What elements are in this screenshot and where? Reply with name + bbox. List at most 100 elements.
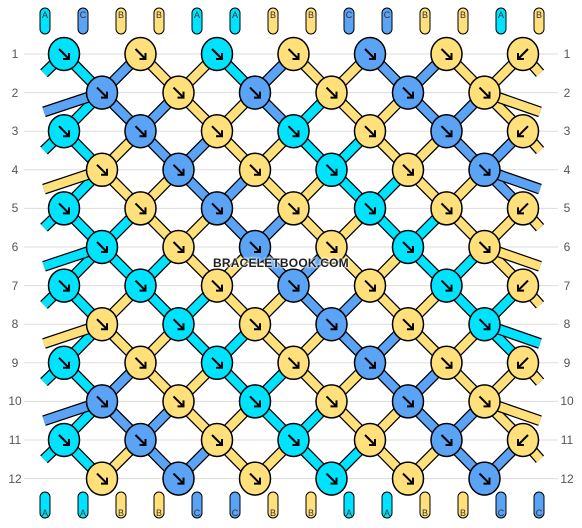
- knot: [391, 384, 425, 419]
- bottom-strand-end: [267, 491, 279, 519]
- knot: [391, 229, 425, 265]
- row-label-right: 2: [563, 85, 571, 100]
- knot-arrow-head: [407, 168, 414, 176]
- knot: [238, 229, 272, 265]
- knot-arrow-head: [517, 284, 524, 292]
- knot-arrow-shaft: [96, 241, 108, 253]
- knot: [430, 113, 463, 149]
- row-label-left: 1: [11, 47, 19, 61]
- bottom-strand-label: A: [384, 508, 390, 518]
- knot: [238, 384, 272, 419]
- top-strand-label: C: [346, 10, 353, 20]
- knot: [506, 422, 540, 458]
- knot-arrow-shaft: [249, 86, 261, 99]
- row-label-right: 11: [560, 433, 574, 447]
- knot-arrow-head: [177, 323, 185, 331]
- row-label-left: 5: [11, 201, 19, 216]
- row-label-left: 6: [11, 240, 19, 254]
- knot-arrow-shaft: [172, 86, 185, 99]
- row-label-right: 3: [563, 124, 571, 139]
- bottom-strand-label: A: [346, 508, 352, 518]
- knot: [162, 384, 195, 419]
- knot-arrow-shaft: [211, 125, 223, 137]
- top-strand-end: [419, 7, 431, 35]
- knot-arrow-head: [369, 207, 376, 215]
- knot-arrow-shaft: [287, 279, 300, 292]
- knot-arrow-head: [216, 207, 223, 215]
- knot: [430, 268, 463, 303]
- knot-arrow-shaft: [440, 125, 453, 137]
- knot-arrow-head: [483, 91, 491, 99]
- knot-arrow-shaft: [364, 125, 376, 137]
- knot-arrow-shaft: [364, 357, 376, 369]
- row-label-left: 12: [8, 471, 22, 486]
- knot-arrow-head: [330, 246, 338, 253]
- knot: [468, 461, 501, 496]
- knot-arrow-shaft: [517, 279, 529, 292]
- knot-arrow-head: [517, 130, 524, 138]
- knot-arrow-shaft: [517, 202, 529, 215]
- knot-arrow-head: [369, 53, 376, 60]
- knot-arrow-shaft: [58, 202, 70, 215]
- knot: [47, 113, 81, 149]
- knot: [162, 461, 195, 496]
- bottom-strand-end: [343, 491, 355, 519]
- row-label-left: 8: [11, 317, 19, 332]
- bottom-strand-label: B: [308, 508, 314, 518]
- top-strand-end: [77, 7, 89, 35]
- knot-arrow-shaft: [325, 241, 338, 253]
- knot: [124, 268, 157, 303]
- knot: [238, 75, 272, 110]
- knot: [47, 268, 81, 303]
- knot-arrow-shaft: [325, 318, 338, 330]
- knot-arrow-shaft: [325, 86, 338, 99]
- knot-arrow-head: [139, 284, 147, 292]
- row-label-left: 11: [8, 433, 22, 447]
- top-strand-label: B: [118, 10, 124, 20]
- bottom-strand-end: [495, 491, 507, 519]
- row-label-left: 2: [11, 85, 19, 100]
- bottom-strand-label: B: [118, 508, 124, 518]
- top-strand-label: C: [384, 10, 391, 20]
- knot-arrow-shaft: [211, 434, 223, 446]
- top-strand-end: [533, 7, 545, 35]
- knot: [200, 36, 234, 72]
- knot-arrow-head: [177, 91, 185, 99]
- knot: [506, 268, 540, 303]
- knot: [315, 461, 348, 496]
- knot-arrow-head: [63, 53, 70, 60]
- knot: [506, 113, 540, 149]
- knot-arrow-shaft: [402, 395, 414, 408]
- knot: [315, 229, 348, 265]
- bottom-strand-label: B: [156, 508, 162, 518]
- knot: [315, 384, 348, 419]
- bottom-strand-end: [229, 491, 241, 519]
- bottom-strand-end: [153, 491, 165, 519]
- top-strand-end: [343, 7, 355, 35]
- knot: [47, 345, 81, 381]
- knot: [85, 306, 119, 342]
- knot: [124, 113, 157, 149]
- knot-arrow-head: [445, 361, 453, 369]
- bottom-strand-end: [77, 491, 89, 519]
- knot: [353, 345, 387, 381]
- knot: [238, 461, 272, 496]
- knot: [47, 422, 81, 458]
- bottom-strand-label: B: [422, 508, 428, 518]
- knot-arrow-shaft: [478, 472, 491, 485]
- knot-arrow-shaft: [172, 472, 185, 485]
- knot-arrow-head: [330, 400, 338, 408]
- top-strand-end: [153, 7, 165, 35]
- knot-arrow-shaft: [134, 279, 147, 292]
- knot-arrow-head: [292, 439, 300, 446]
- knot-arrow-head: [101, 323, 108, 331]
- knot-arrow-head: [63, 207, 70, 215]
- watermark: BRACELETBOOK.COM: [213, 256, 349, 270]
- top-strand-end: [229, 7, 241, 35]
- knot: [124, 191, 157, 226]
- knot-arrow-shaft: [96, 472, 108, 485]
- top-strand-label: A: [498, 10, 504, 20]
- knot: [200, 345, 234, 381]
- knot-arrow-shaft: [440, 434, 453, 446]
